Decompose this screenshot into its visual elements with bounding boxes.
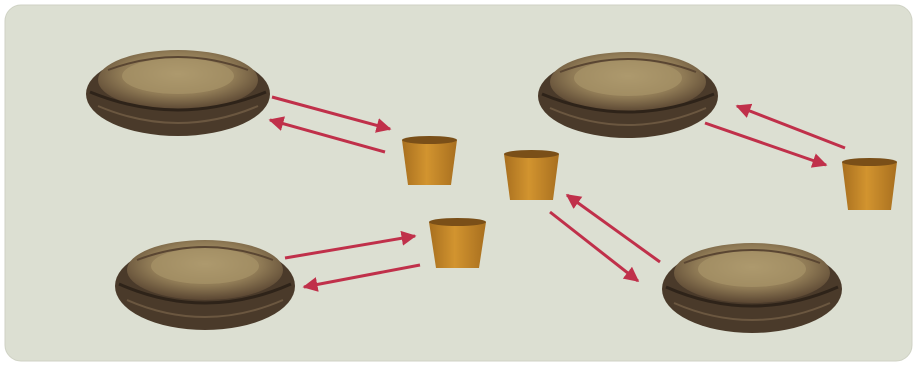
- bird-nest-icon: [86, 50, 270, 136]
- bird-nest-icon: [538, 52, 718, 138]
- bird-nest-icon: [115, 240, 295, 330]
- plant-pot-icon: [429, 218, 486, 268]
- plant-pot-icon: [842, 158, 897, 210]
- plant-pot-icon: [402, 136, 457, 185]
- bird-nest-icon: [662, 243, 842, 333]
- plant-pot-icon: [504, 150, 559, 200]
